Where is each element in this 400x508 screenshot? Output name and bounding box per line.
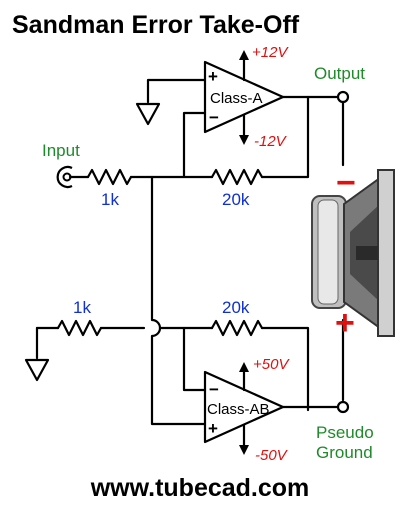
amp-class-a-label: Class-A <box>210 90 263 107</box>
pseudo-ground-label-line1: Pseudo <box>316 423 374 442</box>
supply-arrow-up-ab <box>239 362 249 372</box>
supply-arrow-down-a <box>239 135 249 145</box>
resistor-feedback-bottom-20k-label: 20k <box>222 298 250 317</box>
output-label: Output <box>314 64 365 83</box>
output-terminal <box>336 90 350 104</box>
pseudo-ground-terminal <box>336 400 350 414</box>
supply-neg-a: -12V <box>254 133 288 150</box>
supply-pos-ab: +50V <box>253 356 290 373</box>
resistor-feedback-top-20k-label: 20k <box>222 190 250 209</box>
footer-url: www.tubecad.com <box>90 474 310 502</box>
amp-class-a-plus-sign: + <box>208 67 218 86</box>
supply-arrow-up-a <box>239 50 249 60</box>
ground-symbol-top <box>135 102 161 126</box>
speaker-pos-mark: + <box>335 304 355 342</box>
resistor-feedback-top-20k <box>210 168 264 186</box>
ground-symbol-bottom <box>24 358 50 382</box>
amp-class-ab-minus-sign: − <box>209 380 219 399</box>
resistor-ground-1k <box>56 319 103 337</box>
resistor-input-1k-label: 1k <box>101 190 119 209</box>
speaker-neg-mark: − <box>336 164 356 202</box>
resistor-feedback-bottom-20k <box>210 319 264 337</box>
resistor-input-1k <box>86 168 133 186</box>
supply-neg-ab: -50V <box>255 447 289 464</box>
input-label: Input <box>42 141 80 160</box>
amp-class-a-minus-sign: − <box>209 108 219 127</box>
supply-pos-a: +12V <box>252 44 289 61</box>
supply-arrow-down-ab <box>239 445 249 455</box>
amp-class-ab-plus-sign: + <box>208 419 218 438</box>
pseudo-ground-label-line2: Ground <box>316 443 373 462</box>
amp-class-ab-label: Class-AB <box>207 401 270 418</box>
diagram-title: Sandman Error Take-Off <box>12 11 300 39</box>
speaker-icon <box>311 100 395 402</box>
resistor-ground-1k-label: 1k <box>73 298 91 317</box>
